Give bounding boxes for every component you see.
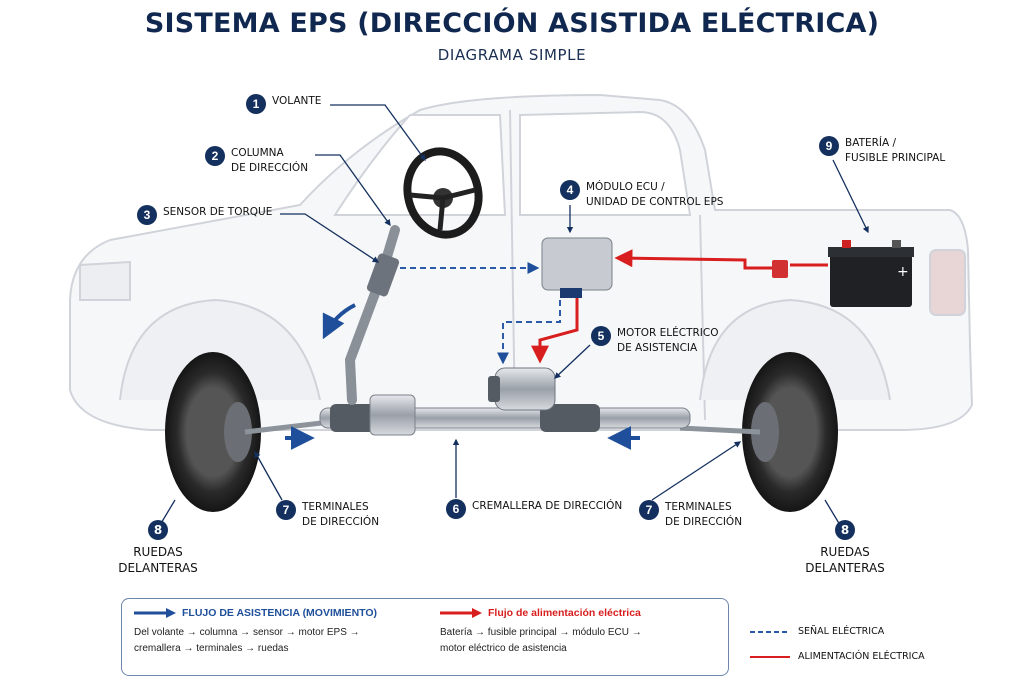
callout-label-2: FUSIBLE PRINCIPAL <box>845 152 946 164</box>
legend-assist-line2: cremallera → terminales → ruedas <box>134 643 289 654</box>
callout-label-2: DELANTERAS <box>805 561 885 575</box>
legend-assist: FLUJO DE ASISTENCIA (MOVIMIENTO) Del vol… <box>134 607 377 657</box>
callout-label: COLUMNA <box>231 147 284 159</box>
legend-assist-line1: Del volante → columna → sensor → motor E… <box>134 627 360 638</box>
callout-label-2: DE DIRECCIÓN <box>665 516 743 528</box>
callout-ecu: 4 MÓDULO ECU / UNIDAD DE CONTROL EPS <box>560 180 723 210</box>
callout-bateria: 9 BATERÍA / FUSIBLE PRINCIPAL <box>819 136 945 166</box>
callout-label-2: DE DIRECCIÓN <box>302 516 380 528</box>
callout-number: 7 <box>276 500 296 520</box>
callout-number: 3 <box>137 205 157 225</box>
callout-number: 8 <box>148 520 168 540</box>
callout-label-2: DELANTERAS <box>118 561 198 575</box>
solid-line-icon <box>750 655 790 658</box>
callout-label-2: DE ASISTENCIA <box>617 342 698 354</box>
callout-label: VOLANTE <box>272 95 322 107</box>
dashed-line-icon <box>750 630 790 633</box>
callout-label: MOTOR ELÉCTRICO <box>617 327 719 339</box>
callout-number: 2 <box>205 146 225 166</box>
callout-number: 1 <box>246 94 266 114</box>
legend-supply: ALIMENTACIÓN ELÉCTRICA <box>750 651 925 662</box>
power-arrow-icon <box>440 608 482 618</box>
legend-supply-label: ALIMENTACIÓN ELÉCTRICA <box>798 651 925 662</box>
ecu-module-drawing <box>541 237 613 298</box>
callout-label: TERMINALES <box>302 501 369 513</box>
callout-label-2: DE DIRECCIÓN <box>231 162 309 174</box>
svg-text:+: + <box>897 264 909 280</box>
callout-terminales-right: 7 TERMINALES DE DIRECCIÓN <box>639 500 742 530</box>
steering-wheel-drawing <box>403 147 483 239</box>
callout-cremallera: 6 CREMALLERA DE DIRECCIÓN <box>446 499 622 519</box>
legend-power: Flujo de alimentación eléctrica Batería … <box>440 607 642 657</box>
callout-sensor: 3 SENSOR DE TORQUE <box>137 205 272 225</box>
legend-power-line2: motor eléctrico de asistencia <box>440 643 567 654</box>
callout-number: 9 <box>819 136 839 156</box>
callout-volante: 1 VOLANTE <box>246 94 321 114</box>
callout-label: BATERÍA / <box>845 137 897 149</box>
legend-power-title: Flujo de alimentación eléctrica <box>488 607 641 619</box>
callout-ruedas-right: 8 RUEDAS DELANTERAS <box>795 520 895 576</box>
callout-label: RUEDAS <box>820 545 870 559</box>
callout-terminales-left: 7 TERMINALES DE DIRECCIÓN <box>276 500 379 530</box>
legend-signal-label: SEÑAL ELÉCTRICA <box>798 626 885 637</box>
callout-number: 7 <box>639 500 659 520</box>
page-subtitle: DIAGRAMA SIMPLE <box>437 46 587 64</box>
legend-signal: SEÑAL ELÉCTRICA <box>750 626 884 637</box>
page-title: SISTEMA EPS (DIRECCIÓN ASISTIDA ELÉCTRIC… <box>144 8 880 39</box>
front-wheel-right <box>742 352 838 512</box>
callout-label: MÓDULO ECU / <box>586 181 665 193</box>
callout-number: 6 <box>446 499 466 519</box>
callout-columna: 2 COLUMNA DE DIRECCIÓN <box>205 146 308 176</box>
legend-assist-title: FLUJO DE ASISTENCIA (MOVIMIENTO) <box>182 607 378 619</box>
eps-motor-drawing <box>488 367 556 411</box>
callout-label: CREMALLERA DE DIRECCIÓN <box>472 500 623 512</box>
callout-number: 8 <box>835 520 855 540</box>
callout-label-2: UNIDAD DE CONTROL EPS <box>586 196 724 208</box>
callout-label: RUEDAS <box>133 545 183 559</box>
callout-number: 5 <box>591 326 611 346</box>
legend-power-line1: Batería → fusible principal → módulo ECU… <box>440 627 642 638</box>
battery-drawing: + <box>772 240 914 307</box>
callout-number: 4 <box>560 180 580 200</box>
callout-label: TERMINALES <box>665 501 732 513</box>
legend-box: FLUJO DE ASISTENCIA (MOVIMIENTO) Del vol… <box>121 598 729 676</box>
callout-ruedas-left: 8 RUEDAS DELANTERAS <box>108 520 208 576</box>
steering-rack <box>244 394 761 436</box>
callout-label: SENSOR DE TORQUE <box>163 206 273 218</box>
assist-arrow-icon <box>134 608 176 618</box>
front-wheel-left <box>165 352 261 512</box>
callout-motor: 5 MOTOR ELÉCTRICO DE ASISTENCIA <box>591 326 719 356</box>
